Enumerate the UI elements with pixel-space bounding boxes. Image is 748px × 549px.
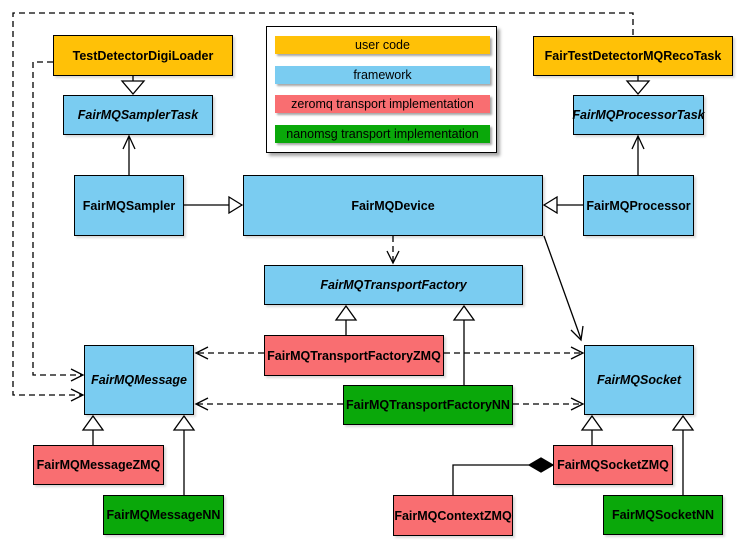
edge-testdetectordigiloader-fairmqsamplertask bbox=[120, 76, 146, 96]
node-fairmqsampler: FairMQSampler bbox=[74, 175, 184, 236]
node-testdetectordigiloader: TestDetectorDigiLoader bbox=[53, 35, 233, 76]
legend-item-nanomsg: nanomsg transport implementation bbox=[275, 125, 490, 143]
node-fairmqmessagenn: FairMQMessageNN bbox=[103, 495, 224, 535]
node-fairmqcontextzmq: FairMQContextZMQ bbox=[393, 495, 513, 536]
node-fairmqsocket: FairMQSocket bbox=[584, 345, 694, 415]
edge-fairmqtransportfactorynn-fairmqmessage bbox=[194, 397, 343, 411]
edge-fairmqtransportfactoryzmq-fairmqsocket bbox=[444, 346, 585, 360]
node-fairmqtransportfactoryzmq: FairMQTransportFactoryZMQ bbox=[264, 335, 444, 376]
edge-fairmqsampler-fairmqdevice bbox=[184, 195, 244, 215]
edge-fairmqdevice-fairmqsocket bbox=[543, 235, 584, 342]
edge-fairmqsocketnn-fairmqsocket bbox=[671, 414, 695, 495]
edge-fairmqsampler-fairmqsamplertask bbox=[122, 134, 136, 175]
node-fairmqsamplertask: FairMQSamplerTask bbox=[63, 95, 213, 135]
node-fairmqdevice: FairMQDevice bbox=[243, 175, 543, 236]
node-fairmqsocketnn: FairMQSocketNN bbox=[603, 495, 723, 535]
legend-box: user code framework zeromq transport imp… bbox=[266, 26, 497, 153]
edge-fairmqcontextzmq-fairmqsocketzmq bbox=[452, 457, 555, 495]
edge-fairmqsocketzmq-fairmqsocket bbox=[580, 414, 604, 445]
edge-fairmqprocessor-fairmqdevice bbox=[542, 195, 583, 215]
edge-fairmqtransportfactorynn-fairmqsocket bbox=[513, 397, 585, 411]
legend-item-zeromq: zeromq transport implementation bbox=[275, 95, 490, 113]
node-fairmqmessage: FairMQMessage bbox=[84, 345, 194, 415]
edge-fairmqprocessor-fairmqprocessortask bbox=[631, 134, 645, 175]
edge-fairmqtransportfactoryzmq-fairmqtransportfactory bbox=[334, 304, 358, 335]
edge-fairmqtransportfactorynn-fairmqtransportfactory bbox=[452, 304, 476, 385]
legend-item-user-code: user code bbox=[275, 36, 490, 54]
node-fairmqprocessortask: FairMQProcessorTask bbox=[572, 95, 705, 135]
node-fairmqprocessor: FairMQProcessor bbox=[583, 175, 694, 236]
node-fairtestdetectormqrecotask: FairTestDetectorMQRecoTask bbox=[533, 36, 733, 76]
edge-fairmqmessagenn-fairmqmessage bbox=[172, 414, 196, 495]
edge-fairtestdetectormqrecotask-fairmqprocessortask bbox=[625, 76, 651, 96]
node-fairmqtransportfactorynn: FairMQTransportFactoryNN bbox=[343, 385, 513, 425]
edge-fairmqtransportfactoryzmq-fairmqmessage bbox=[194, 346, 264, 360]
edge-fairmqdevice-fairmqtransportfactory bbox=[386, 236, 400, 265]
node-fairmqmessagezmq: FairMQMessageZMQ bbox=[33, 445, 164, 485]
node-fairmqsocketzmq: FairMQSocketZMQ bbox=[553, 445, 673, 485]
legend-item-framework: framework bbox=[275, 66, 490, 84]
edge-fairmqmessagezmq-fairmqmessage bbox=[81, 414, 105, 445]
node-fairmqtransportfactory: FairMQTransportFactory bbox=[264, 265, 523, 305]
